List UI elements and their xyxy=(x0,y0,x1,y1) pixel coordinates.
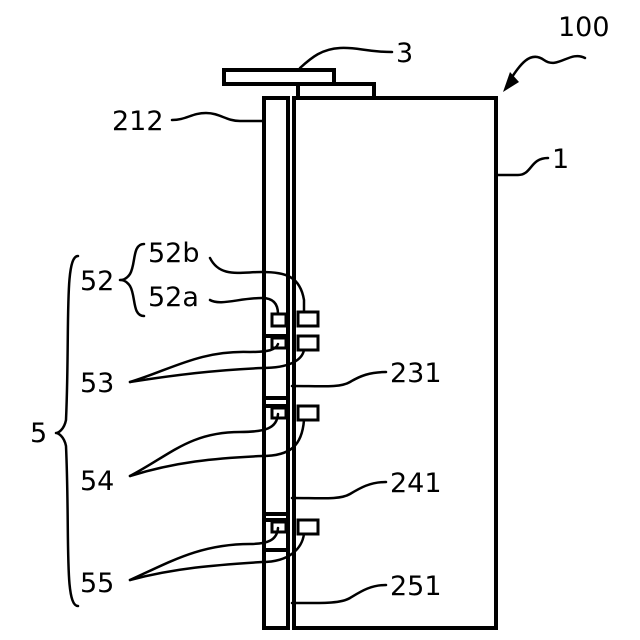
element-55-inner xyxy=(272,522,286,532)
label-54: 54 xyxy=(80,466,114,497)
leader-1 xyxy=(496,158,548,175)
label-3: 3 xyxy=(396,38,413,69)
leader-53a xyxy=(130,344,278,382)
label-5: 5 xyxy=(30,418,47,449)
element-54-inner xyxy=(272,408,286,418)
label-53: 53 xyxy=(80,368,114,399)
label-1: 1 xyxy=(552,144,569,175)
top-plate-upper xyxy=(224,70,334,84)
leader-100 xyxy=(510,56,585,80)
arrowhead-100 xyxy=(503,72,519,92)
label-231: 231 xyxy=(390,358,442,389)
leader-54a xyxy=(130,414,278,476)
label-52a: 52a xyxy=(148,282,199,313)
element-54-tab xyxy=(298,406,318,420)
label-212: 212 xyxy=(112,106,164,137)
element-53-tab xyxy=(298,336,318,350)
element-52b xyxy=(298,312,318,326)
leader-55a xyxy=(130,528,278,580)
brace-5 xyxy=(56,256,78,606)
leader-3 xyxy=(300,48,392,68)
label-55: 55 xyxy=(80,568,114,599)
label-52: 52 xyxy=(80,266,114,297)
brace-52 xyxy=(120,244,144,316)
label-100: 100 xyxy=(558,12,610,43)
element-55-tab xyxy=(298,520,318,534)
top-plate-lower xyxy=(298,84,374,98)
label-241: 241 xyxy=(390,468,442,499)
element-52a xyxy=(272,314,286,326)
label-52b: 52b xyxy=(148,238,200,269)
element-53-inner xyxy=(272,338,286,348)
leader-212 xyxy=(172,113,264,121)
label-251: 251 xyxy=(390,571,442,602)
